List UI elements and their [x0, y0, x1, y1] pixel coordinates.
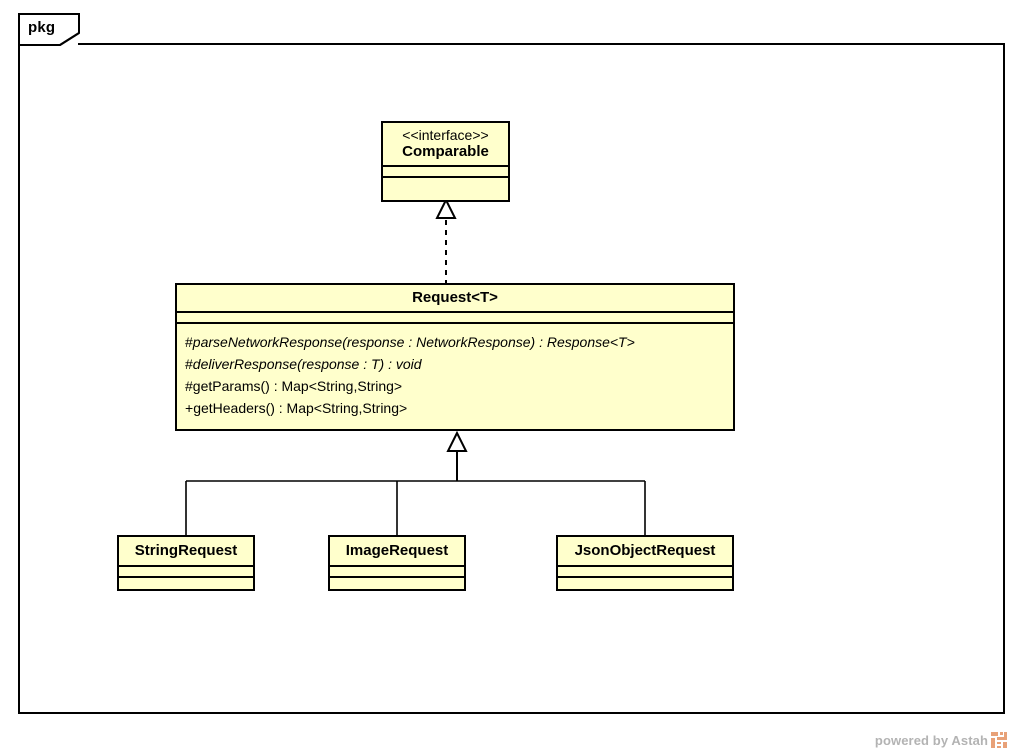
operation-signature: getParams() : Map<String,String>: [192, 378, 403, 395]
class-box-stringrequest[interactable]: StringRequest: [117, 535, 255, 591]
package-label: pkg: [28, 19, 56, 36]
class-header-comparable: <<interface>> Comparable: [383, 123, 508, 165]
astah-logo-icon: [991, 732, 1007, 748]
class-operations-compartment: [383, 176, 508, 190]
class-attributes-compartment: [383, 165, 508, 176]
package-tab: [18, 13, 80, 46]
operation-visibility: #: [185, 356, 193, 373]
operation-signature: getHeaders() : Map<String,String>: [193, 400, 408, 417]
watermark: powered by Astah: [875, 731, 1008, 749]
class-attributes-compartment: [119, 565, 253, 576]
class-name: ImageRequest: [345, 542, 449, 559]
class-name: Comparable: [402, 143, 489, 161]
package-tab-shape: [18, 13, 80, 46]
class-operations-compartment: #parseNetworkResponse(response : Network…: [177, 322, 733, 427]
class-name: JsonObjectRequest: [574, 542, 716, 559]
operation-row: +getHeaders() : Map<String,String>: [177, 397, 733, 419]
operation-row: #deliverResponse(response : T) : void: [177, 353, 733, 375]
class-operations-compartment: [119, 576, 253, 590]
class-box-comparable[interactable]: <<interface>> Comparable: [381, 121, 510, 202]
class-box-request[interactable]: Request<T> #parseNetworkResponse(respons…: [175, 283, 735, 431]
class-attributes-compartment: [177, 311, 733, 322]
class-name: StringRequest: [134, 542, 238, 559]
class-attributes-compartment: [330, 565, 464, 576]
class-box-jsonobjectrequest[interactable]: JsonObjectRequest: [556, 535, 734, 591]
class-operations-compartment: [330, 576, 464, 590]
class-operations-compartment: [558, 576, 732, 590]
operation-row: #getParams() : Map<String,String>: [177, 375, 733, 397]
class-name: Request<T>: [412, 289, 498, 306]
class-stereotype: <<interface>>: [402, 127, 489, 143]
operation-signature: deliverResponse(response : T) : void: [192, 356, 422, 373]
operation-visibility: #: [185, 378, 193, 395]
watermark-label: powered by Astah: [874, 732, 988, 748]
operation-signature: parseNetworkResponse(response : NetworkR…: [192, 334, 635, 351]
class-header-jsonobjectrequest: JsonObjectRequest: [558, 537, 732, 565]
operation-visibility: +: [185, 400, 194, 417]
operation-row: #parseNetworkResponse(response : Network…: [177, 331, 733, 353]
class-header-stringrequest: StringRequest: [119, 537, 253, 565]
class-attributes-compartment: [558, 565, 732, 576]
operation-visibility: #: [185, 334, 193, 351]
class-box-imagerequest[interactable]: ImageRequest: [328, 535, 466, 591]
class-header-request: Request<T>: [177, 285, 733, 311]
class-header-imagerequest: ImageRequest: [330, 537, 464, 565]
